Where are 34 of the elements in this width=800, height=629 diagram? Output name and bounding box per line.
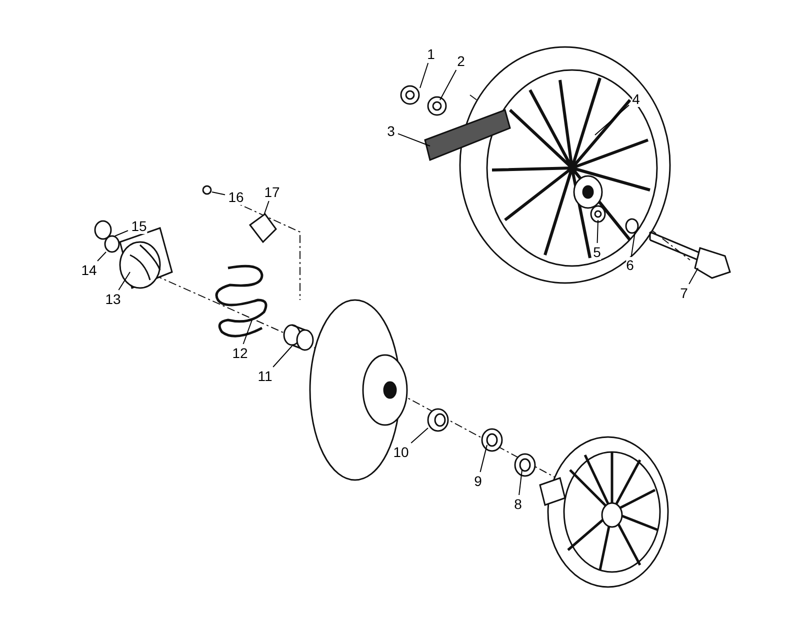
leader-line	[97, 252, 106, 262]
leader-line	[114, 230, 128, 236]
callout-number: 14	[81, 262, 97, 278]
callout-number: 6	[626, 257, 634, 273]
callout-number: 12	[232, 345, 248, 361]
callout-number: 4	[632, 91, 640, 107]
leader-line	[212, 192, 226, 196]
leader-line	[242, 320, 252, 344]
callout-number: 13	[105, 291, 121, 307]
leader-line	[596, 220, 598, 244]
leader-line	[688, 268, 698, 284]
callout-number: 17	[264, 184, 280, 200]
callout-number: 16	[228, 189, 244, 205]
callout-number: 2	[457, 53, 465, 69]
callout-number: 11	[258, 368, 272, 384]
callout-number: 7	[680, 285, 688, 301]
callout-number: 10	[393, 444, 409, 460]
callout-number: 9	[474, 473, 482, 489]
leader-line	[594, 104, 630, 136]
leader-line	[410, 428, 428, 444]
callout-number: 1	[427, 46, 435, 62]
leader-line	[518, 470, 522, 496]
callout-number: 3	[387, 123, 395, 139]
leader-line	[420, 62, 429, 88]
leader-line	[440, 70, 457, 100]
leader-line	[398, 133, 430, 146]
leader-line	[272, 346, 292, 368]
leader-line	[480, 444, 488, 472]
callout-number: 8	[514, 496, 522, 512]
leader-line	[630, 232, 636, 256]
callout-number: 15	[131, 218, 147, 234]
callout-number: 5	[593, 244, 601, 260]
leader-line	[264, 200, 270, 216]
leader-line	[118, 272, 130, 290]
